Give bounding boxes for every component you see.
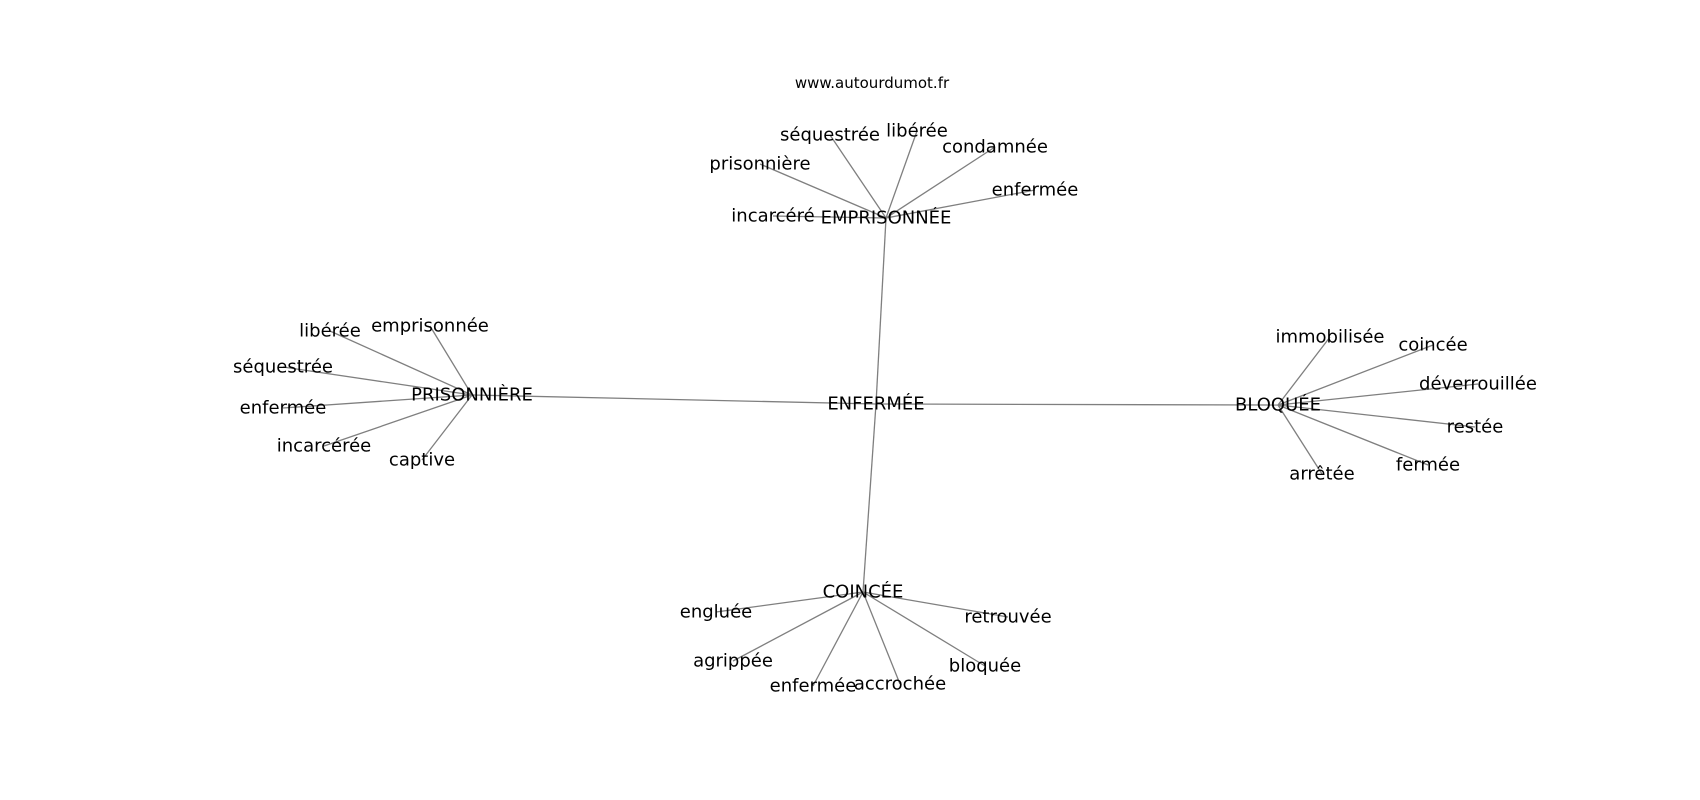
leaf-node-label: libérée [886,121,948,142]
edge-hub-leaf [323,394,473,447]
edge-hub-leaf [862,591,901,685]
edge-hub-leaf [282,366,473,396]
edge-hub-leaf [759,163,887,219]
edge-center-hub [862,403,877,593]
leaf-node-label: incarcéré [731,206,814,227]
edge-hub-leaf [1277,404,1429,466]
leaf-node-label: fermée [1396,455,1460,476]
leaf-node-label: déverrouillée [1419,374,1537,395]
leaf-node-label: captive [389,450,455,471]
edge-hub-leaf [1277,404,1476,428]
edge-hub-leaf [1277,404,1323,475]
leaf-node-label: arrêtée [1289,464,1354,485]
leaf-node-label: séquestrée [233,357,333,378]
hub-node-label: BLOQUÉE [1235,394,1321,416]
leaf-node-label: accrochée [854,674,946,695]
leaf-node-label: retrouvée [964,607,1051,628]
leaf-node-label: coincée [1398,335,1467,356]
leaf-node-label: condamnée [942,137,1048,158]
edge-hub-leaf [885,130,918,219]
edge-hub-leaf [282,394,473,409]
leaf-node-label: séquestrée [780,125,880,146]
edge-hub-leaf [329,330,473,396]
leaf-node-label: libérée [299,321,361,342]
edge-hub-leaf [772,215,887,219]
edge-hub-leaf [862,591,1009,618]
nodes-layer: ENFERMÉE EMPRISONNÉE prisonnière séquestrée… [233,121,1537,697]
edge-hub-leaf [829,134,887,219]
edge-hub-leaf [429,325,473,396]
leaf-node-label: enfermée [770,676,857,697]
source-url: www.autourdumot.fr [795,74,950,92]
edge-hub-leaf [715,591,864,613]
leaf-node-label: agrippée [693,651,773,672]
hub-node-label: COINCÉE [823,581,904,603]
edge-center-hub [875,403,1279,406]
edge-center-hub [471,394,877,405]
edge-hub-leaf [1277,336,1331,406]
leaf-node-label: incarcérée [277,436,371,457]
leaf-node-label: enfermée [992,180,1079,201]
leaf-node-label: engluée [680,602,752,623]
leaf-node-label: enfermée [240,398,327,419]
leaf-node-label: restée [1447,417,1504,438]
leaf-node-label: bloquée [949,656,1021,677]
hub-node-label: EMPRISONNÉE [821,207,952,229]
edge-hub-leaf [812,591,864,687]
edges-layer [282,130,1479,687]
edge-center-hub [875,217,887,405]
leaf-node-label: immobilisée [1275,327,1384,348]
leaf-node-label: emprisonnée [371,316,489,337]
hub-node-label: PRISONNIÈRE [411,384,533,406]
edge-hub-leaf [885,189,1036,219]
leaf-node-label: prisonnière [709,154,810,175]
center-node-label: ENFERMÉE [827,393,924,415]
edge-hub-leaf [885,146,996,219]
edge-hub-leaf [732,591,864,662]
edge-hub-leaf [1277,383,1479,406]
edge-hub-leaf [421,394,473,461]
edge-hub-leaf [862,591,986,667]
edge-hub-leaf [1277,344,1434,406]
